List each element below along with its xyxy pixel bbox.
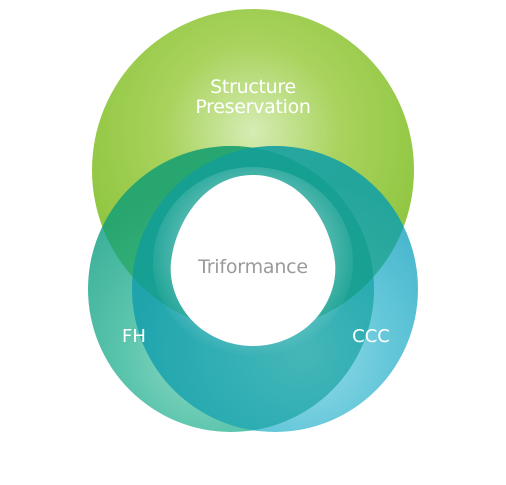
triformance-label: Triformance [197, 256, 308, 278]
structure-label-line1: Structure [210, 76, 296, 98]
fh-label: FH [122, 326, 146, 347]
structure-label-line2: Preservation [195, 96, 310, 118]
center-glow [153, 167, 353, 357]
ccc-label: CCC [352, 326, 390, 347]
